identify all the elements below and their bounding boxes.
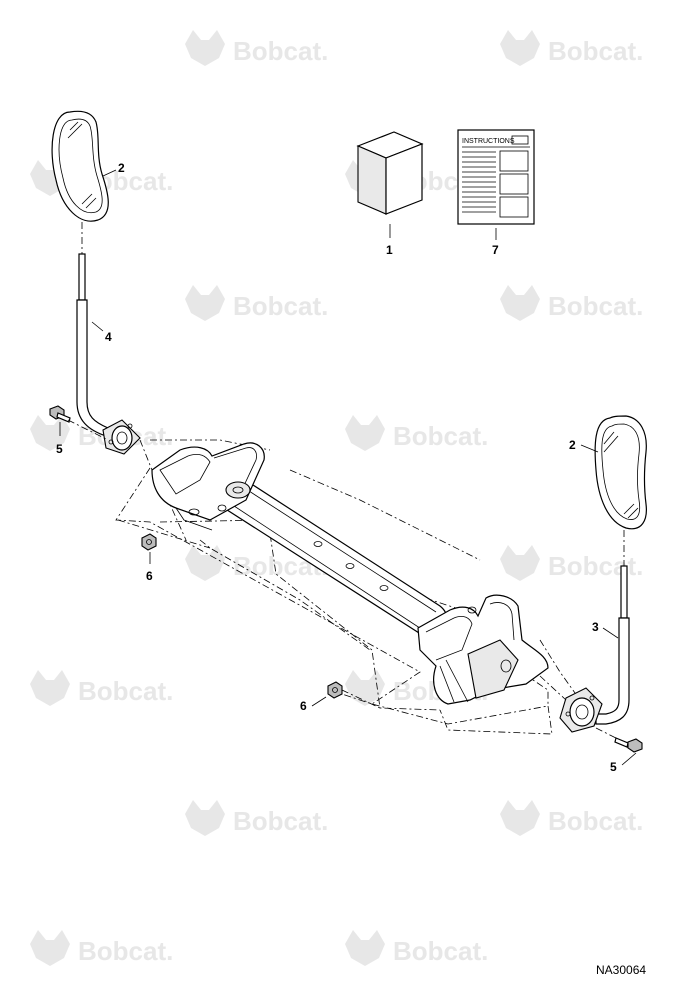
bobcat-logo-icon (30, 670, 70, 706)
callout-3: 3 (592, 620, 599, 634)
watermark-text: Bobcat. (548, 806, 643, 836)
right-mirror: 2 (569, 415, 647, 530)
watermark-text: Bobcat. (78, 936, 173, 966)
right-bolt: 5 (595, 727, 643, 774)
callout-2-right: 2 (569, 438, 576, 452)
left-nut: 6 (141, 533, 157, 583)
box-icon (356, 131, 424, 215)
watermark-text: Bobcat. (233, 36, 328, 66)
bobcat-logo-icon (345, 670, 385, 706)
bolt-icon (49, 405, 71, 423)
callout-4: 4 (105, 330, 112, 344)
callout-7: 7 (492, 243, 499, 257)
watermark-text: Bobcat. (548, 551, 643, 581)
watermark-text: Bobcat. (233, 806, 328, 836)
left-mirror: 2 (51, 110, 125, 222)
bolt-icon (614, 737, 643, 753)
bobcat-logo-icon (500, 30, 540, 66)
watermark-text: Bobcat. (233, 291, 328, 321)
bobcat-logo-icon (345, 415, 385, 451)
left-mount-bracket (102, 419, 141, 455)
right-mirror-arm: 3 (592, 565, 630, 725)
bobcat-logo-icon (500, 545, 540, 581)
kit-box: 1 (356, 131, 424, 257)
watermark-text: Bobcat. (548, 291, 643, 321)
watermark-text: Bobcat. (393, 421, 488, 451)
document-icon: INSTRUCTIONS (457, 129, 535, 225)
bobcat-logo-icon (500, 285, 540, 321)
bobcat-logo-icon (185, 545, 225, 581)
watermark-text: Bobcat. (78, 676, 173, 706)
callout-5-left: 5 (56, 442, 63, 456)
bobcat-logo-icon (30, 930, 70, 966)
bobcat-logo-icon (185, 30, 225, 66)
figure-id: NA30064 (596, 963, 646, 977)
mirror-icon (51, 110, 109, 222)
callout-6-left: 6 (146, 569, 153, 583)
bobcat-logo-icon (500, 800, 540, 836)
callout-2-left: 2 (118, 161, 125, 175)
nut-icon (327, 681, 343, 699)
mirror-icon (594, 415, 647, 530)
bobcat-logo-icon (185, 800, 225, 836)
mount-frame (115, 439, 581, 735)
bobcat-logo-icon (185, 285, 225, 321)
right-mount-bracket (539, 675, 603, 733)
instructions-sheet: INSTRUCTIONS 7 (457, 129, 535, 257)
callout-6-right: 6 (300, 699, 307, 713)
nut-icon (141, 533, 157, 551)
instructions-header: INSTRUCTIONS (462, 138, 515, 145)
watermark-text: Bobcat. (393, 936, 488, 966)
callout-1: 1 (386, 243, 393, 257)
right-nut: 6 (300, 681, 381, 713)
left-mirror-arm: 4 (76, 253, 112, 437)
bobcat-logo-icon (345, 930, 385, 966)
watermark-text: Bobcat. (548, 36, 643, 66)
left-bolt: 5 (49, 405, 109, 456)
callout-5-right: 5 (610, 760, 617, 774)
